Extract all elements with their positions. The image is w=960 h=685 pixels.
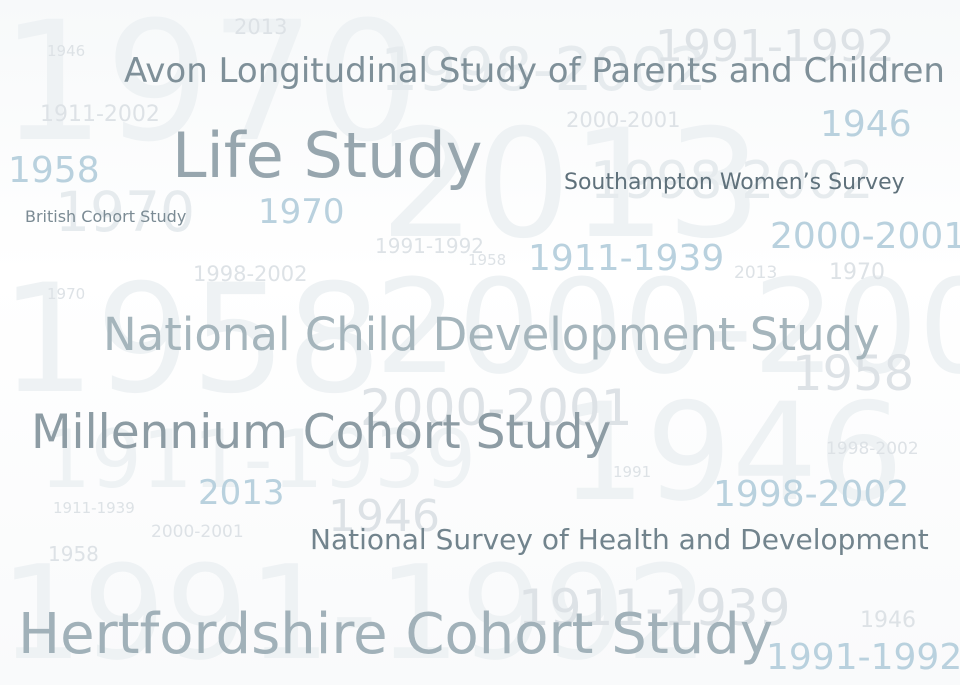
- year-1970: 1970: [258, 192, 345, 232]
- bg-year-2000-2001: 2000-2001: [375, 251, 960, 403]
- title-british-cohort-study: British Cohort Study: [25, 207, 187, 226]
- year-2000-2001: 2000-2001: [151, 522, 244, 542]
- year-1911-2002: 1911-2002: [40, 102, 160, 127]
- title-life-study: Life Study: [172, 119, 483, 192]
- year-2000-2001: 2000-2001: [566, 108, 681, 132]
- year-1946: 1946: [47, 42, 86, 60]
- bg-year-1991-1992: 1991-1992: [0, 537, 709, 685]
- year-1946: 1946: [328, 491, 440, 542]
- year-1946: 1946: [860, 608, 916, 633]
- year-2013: 2013: [234, 15, 288, 39]
- year-1970: 1970: [829, 260, 885, 285]
- title-avon-study: Avon Longitudinal Study of Parents and C…: [124, 51, 945, 91]
- bg-year-1946: 1946: [560, 374, 904, 531]
- year-1991: 1991: [613, 463, 652, 481]
- year-1970: 1970: [55, 180, 195, 244]
- year-1991-1992: 1991-1992: [375, 234, 485, 258]
- year-2000-2001: 2000-2001: [360, 379, 633, 437]
- bg-year-2013: 2013: [380, 98, 762, 272]
- year-1998-2002: 1998-2002: [713, 474, 910, 515]
- year-2013: 2013: [198, 473, 285, 513]
- year-1911-1939: 1911-1939: [528, 238, 725, 279]
- year-1958: 1958: [468, 251, 507, 269]
- year-1958: 1958: [8, 150, 100, 191]
- year-1998-2002: 1998-2002: [380, 35, 708, 105]
- title-southampton-womens-survey: Southampton Women’s Survey: [564, 170, 905, 195]
- title-hertfordshire-cohort-study: Hertfordshire Cohort Study: [18, 602, 773, 667]
- title-national-child-development-study: National Child Development Study: [103, 308, 880, 361]
- year-1998-2002: 1998-2002: [826, 439, 919, 459]
- year-1991-1992: 1991-1992: [766, 637, 960, 678]
- year-1946: 1946: [820, 104, 912, 145]
- year-1998-2002: 1998-2002: [590, 151, 874, 211]
- year-2013: 2013: [734, 263, 778, 283]
- bg-year-1970: 1970: [0, 0, 420, 178]
- year-1911-1939: 1911-1939: [53, 499, 135, 517]
- year-1911-1939: 1911-1939: [518, 579, 791, 637]
- year-1998-2002: 1998-2002: [193, 262, 308, 286]
- year-1970: 1970: [47, 285, 86, 303]
- year-2000-2001: 2000-2001: [770, 216, 960, 257]
- year-1958: 1958: [792, 346, 915, 402]
- title-national-survey-of-health-and-development: National Survey of Health and Developmen…: [310, 523, 929, 556]
- year-1991-1992: 1991-1992: [655, 21, 895, 72]
- title-millennium-cohort-study: Millennium Cohort Study: [31, 405, 612, 460]
- bg-year-1911-1939: 1911-1939: [40, 413, 477, 506]
- bg-year-1958: 1958: [0, 253, 382, 427]
- year-1958: 1958: [48, 542, 99, 566]
